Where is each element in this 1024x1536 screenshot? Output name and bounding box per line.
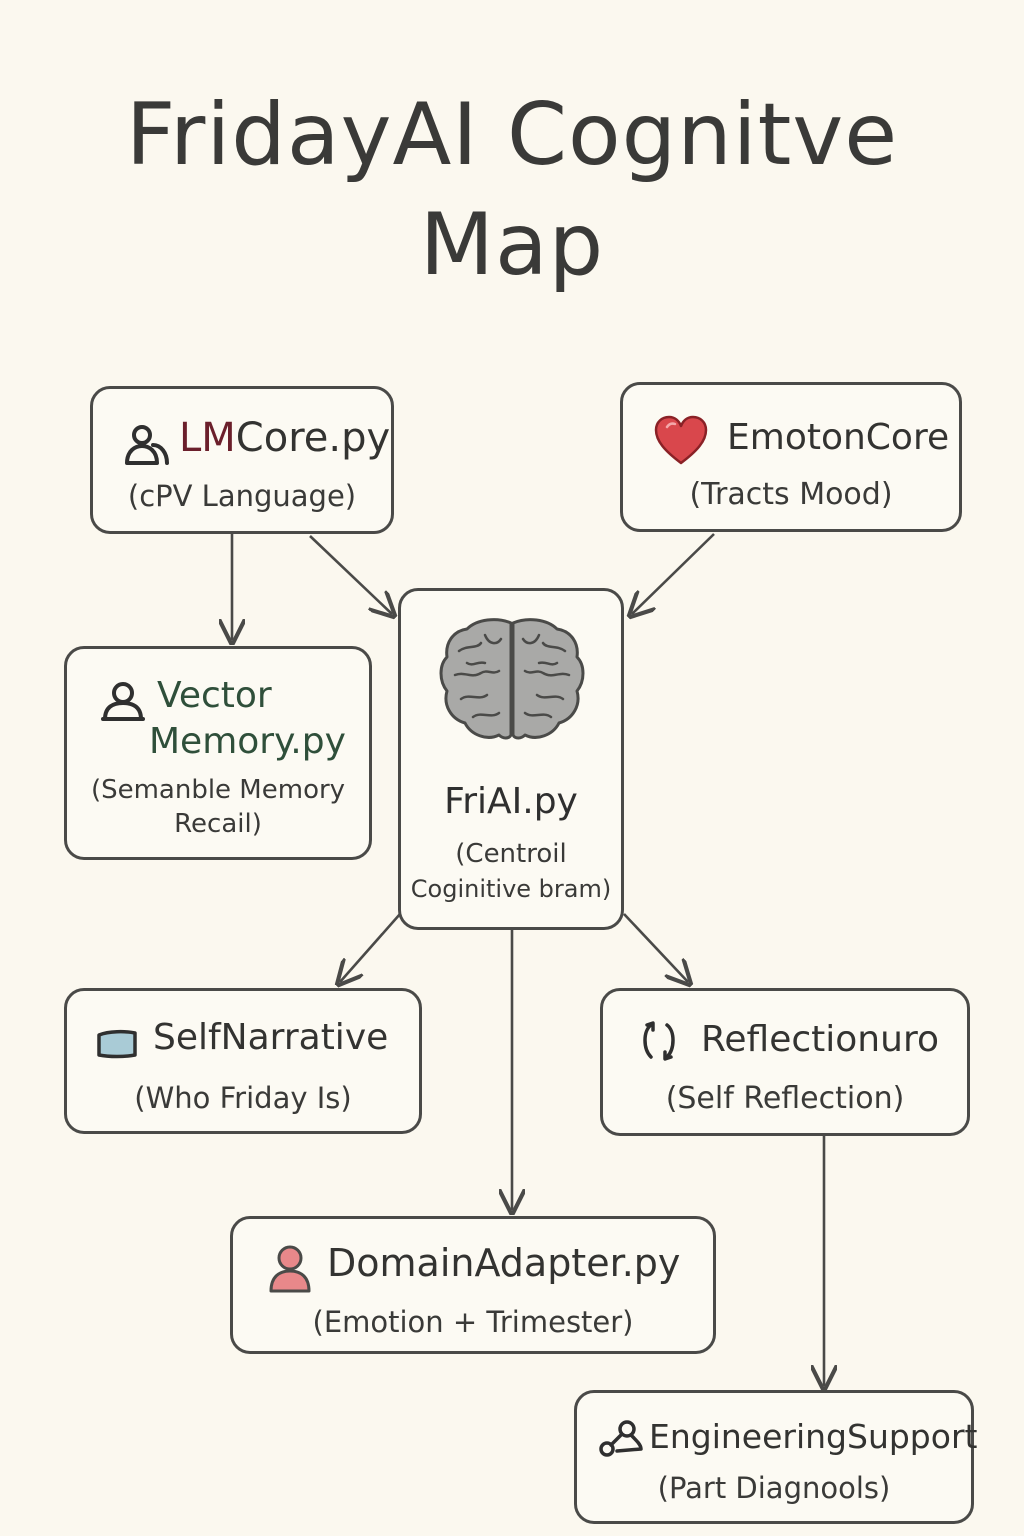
node-reflection-title: Reflectionuro — [701, 1019, 939, 1060]
node-friday-ai-description-line2: Coginitive bram) — [410, 875, 612, 903]
page-title-continued: Map — [419, 195, 605, 295]
node-vector-memory-description-line2: Recail) — [174, 809, 262, 839]
node-emotion-core-description: (Tracts Mood) — [689, 477, 893, 512]
node-llm-core-title-suffix: Core.py — [235, 415, 391, 461]
cycle-arrows-icon — [643, 1021, 675, 1061]
node-vector-memory[interactable]: Vector Memory.py (Semanble Memory Recail… — [64, 646, 372, 860]
people-icon — [125, 425, 169, 465]
node-emotion-core[interactable]: EmotonCore (Tracts Mood) — [620, 382, 962, 532]
heart-icon — [654, 415, 708, 465]
node-llm-core-description: (cPV Language) — [127, 479, 357, 513]
node-engineering-support[interactable]: EngineeringSupport (Part Diagnools) — [574, 1390, 978, 1524]
node-reflection[interactable]: Reflectionuro (Self Reflection) — [600, 988, 970, 1136]
node-friday-ai-description-line1: (Centroil — [455, 839, 567, 869]
person-icon — [101, 682, 145, 721]
node-llm-core[interactable]: LMCore.py (cPV Language) — [90, 386, 394, 534]
node-vector-memory-title-line2: Memory.py — [149, 721, 346, 762]
node-self-narrative-description: (Who Friday Is) — [134, 1081, 352, 1115]
node-domain-adapter-title: DomainAdapter.py — [327, 1241, 681, 1285]
person-icon — [269, 1245, 311, 1293]
edge-emotion-core-to-friday-ai — [632, 533, 715, 614]
node-llm-core-title-prefix: LM — [179, 415, 236, 461]
edge-llm-core-to-friday-ai — [309, 535, 392, 614]
node-domain-adapter[interactable]: DomainAdapter.py (Emotion + Trimester) — [230, 1216, 716, 1354]
edge-friday-ai-to-self-narrative — [340, 913, 401, 982]
node-emotion-core-title: EmotonCore — [727, 417, 950, 458]
node-vector-memory-title-line1: Vector — [157, 675, 272, 716]
node-friday-ai-title: FriAI.py — [444, 781, 578, 822]
page-title: FridayAI Cognitve — [125, 85, 899, 185]
brain-icon — [439, 618, 585, 740]
node-engineering-support-description: (Part Diagnools) — [657, 1471, 891, 1505]
book-icon — [97, 1029, 137, 1059]
node-self-narrative-title: SelfNarrative — [153, 1017, 389, 1058]
node-vector-memory-description-line1: (Semanble Memory — [90, 775, 346, 805]
node-friday-ai[interactable]: FriAI.py (Centroil Coginitive bram) — [398, 588, 624, 930]
node-domain-adapter-description: (Emotion + Trimester) — [312, 1305, 634, 1339]
node-engineering-support-title: EngineeringSupport — [649, 1417, 978, 1456]
edge-friday-ai-to-reflection — [623, 913, 688, 982]
wrench-icon — [599, 1420, 643, 1457]
node-llm-core-title: LMCore.py — [179, 415, 390, 461]
node-self-narrative[interactable]: SelfNarrative (Who Friday Is) — [64, 988, 422, 1134]
node-reflection-description: (Self Reflection) — [665, 1081, 905, 1116]
